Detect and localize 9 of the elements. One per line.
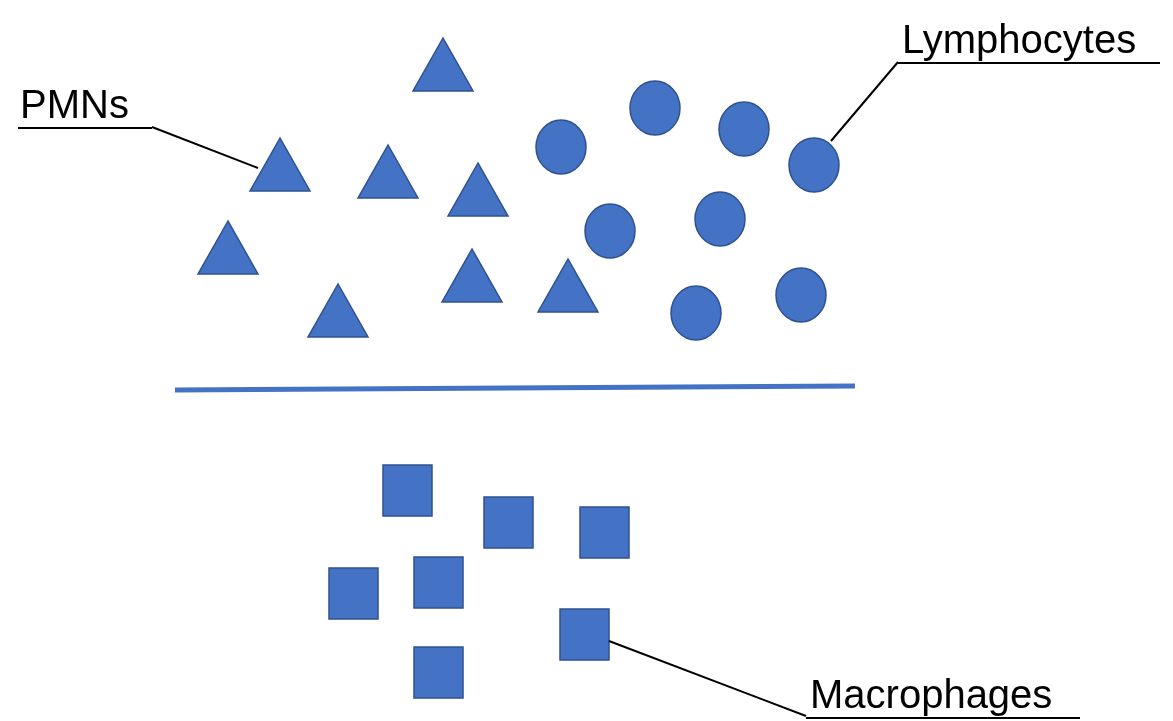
circle-cell: [788, 137, 840, 193]
square-cell: [559, 608, 610, 661]
leader-line: [830, 61, 899, 142]
cell-label: Macrophages: [806, 671, 1080, 719]
triangle-cell: [248, 136, 312, 192]
leader-line: [608, 640, 807, 717]
cell-label: Lymphocytes: [898, 16, 1160, 64]
cell-label: PMNs: [18, 81, 152, 129]
leader-line: [151, 126, 259, 169]
